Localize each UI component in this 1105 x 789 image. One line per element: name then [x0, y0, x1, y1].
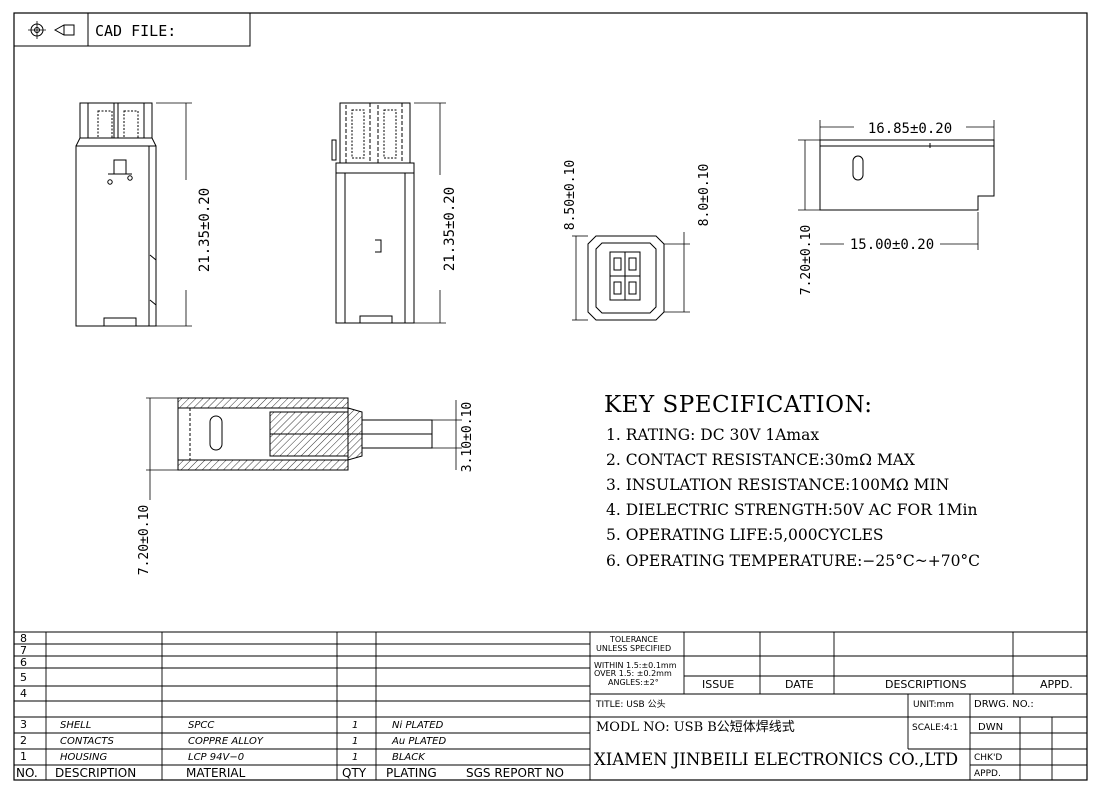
bom-header-sgs: SGS REPORT NO: [466, 766, 564, 780]
front-height-dimension: [156, 102, 192, 327]
company-name: XIAMEN JINBEILI ELECTRONICS CO.,LTD: [594, 750, 959, 769]
spec-item-1: 1. RATING: DC 30V 1Amax: [606, 426, 820, 444]
top-length-inner-label: 15.00±0.20: [850, 237, 934, 253]
bom-header-plating: PLATING: [386, 766, 437, 780]
bom-header-qty: QTY: [342, 766, 367, 780]
cable-diameter-label: 3.10±0.10: [460, 402, 475, 472]
bom-row-no: 1: [20, 750, 27, 763]
spec-item-3: 3. INSULATION RESISTANCE:100MΩ MIN: [606, 476, 950, 494]
bom-row-qty: 1: [352, 736, 359, 747]
bom-row-no: 7: [20, 644, 27, 657]
cad-file-label: CAD FILE:: [95, 22, 176, 40]
side-height-label: 21.35±0.20: [442, 187, 458, 271]
bom-row-plating: BLACK: [392, 752, 425, 763]
side-view: [331, 102, 415, 324]
top-view: [819, 139, 995, 211]
tolerance-within: WITHIN 1.5:±0.1mm: [594, 661, 677, 670]
drawing-number-label: DRWG. NO.:: [974, 699, 1034, 710]
spec-item-5: 5. OPERATING LIFE:5,000CYCLES: [606, 526, 884, 544]
bom-row-qty: 1: [352, 752, 359, 763]
spec-item-4: 4. DIELECTRIC STRENGTH:50V AC FOR 1Min: [606, 501, 978, 519]
spec-item-2: 2. CONTACT RESISTANCE:30mΩ MAX: [606, 451, 915, 469]
bom-row-material: COPPRE ALLOY: [188, 736, 264, 747]
bom-row-no: 4: [20, 687, 27, 700]
sheet-border: [13, 12, 1088, 781]
bom-row-no: 6: [20, 656, 27, 669]
face-dimensions: [572, 232, 690, 321]
top-height-label: 7.20±0.10: [799, 225, 814, 295]
bom-row-no: 3: [20, 718, 27, 731]
bom-row-plating: Au PLATED: [392, 736, 447, 747]
face-outer-height-label: 8.50±0.10: [563, 160, 578, 230]
descriptions-header: DESCRIPTIONS: [885, 678, 967, 691]
spec-title: KEY SPECIFICATION:: [604, 392, 873, 418]
bom-row-description: HOUSING: [60, 752, 108, 763]
top-length-outer-label: 16.85±0.20: [868, 121, 952, 137]
bom-header-material: MATERIAL: [186, 766, 246, 780]
bom-row-description: CONTACTS: [60, 736, 114, 747]
title-block-grid: [590, 632, 1087, 780]
front-height-label: 21.35±0.20: [197, 188, 213, 272]
model-number: MODL NO: USB B公短体焊线式: [596, 720, 795, 735]
bom-row-material: LCP 94V−0: [188, 752, 245, 763]
tolerance-over: OVER 1.5: ±0.2mm: [594, 669, 672, 678]
appd-label: APPD.: [974, 769, 1001, 779]
bom-row-qty: 1: [352, 720, 359, 731]
section-view: [177, 397, 433, 471]
side-height-dimension: [414, 102, 446, 324]
chkd-label: CHK'D: [974, 753, 1003, 763]
bom-row-no: 2: [20, 734, 27, 747]
tolerance-unless-label: UNLESS SPECIFIED: [596, 644, 672, 653]
date-header: DATE: [785, 678, 814, 691]
bom-row-no: 5: [20, 671, 27, 684]
face-view: [587, 235, 665, 321]
face-inner-height-label: 8.0±0.10: [697, 164, 712, 227]
front-view: [75, 102, 157, 327]
top-dimensions: [798, 120, 995, 250]
unit-label: UNIT:mm: [913, 700, 955, 710]
scale-label: SCALE:4:1: [912, 723, 959, 733]
spec-item-6: 6. OPERATING TEMPERATURE:−25°C~+70°C: [606, 552, 981, 570]
cad-file-header: CAD FILE:: [13, 12, 251, 47]
tolerance-label: TOLERANCE: [610, 635, 659, 644]
section-dimensions: [146, 397, 462, 500]
bom-header-no: NO.: [16, 766, 38, 780]
dwn-label: DWN: [978, 722, 1004, 733]
bom-row-description: SHELL: [60, 720, 92, 731]
appd-header: APPD.: [1040, 678, 1073, 691]
bom-header-description: DESCRIPTION: [55, 766, 137, 780]
section-height-label: 7.20±0.10: [137, 505, 152, 575]
projection-symbol-icon: [28, 21, 75, 39]
tolerance-angles: ANGLES:±2°: [608, 678, 659, 687]
drawing-title: TITLE: USB 公头: [596, 700, 666, 710]
issue-header: ISSUE: [702, 678, 735, 691]
bom-row-no: 8: [20, 632, 27, 645]
bom-row-material: SPCC: [188, 720, 215, 731]
bom-row-plating: Ni PLATED: [392, 720, 444, 731]
bom-grid: [14, 631, 1087, 780]
